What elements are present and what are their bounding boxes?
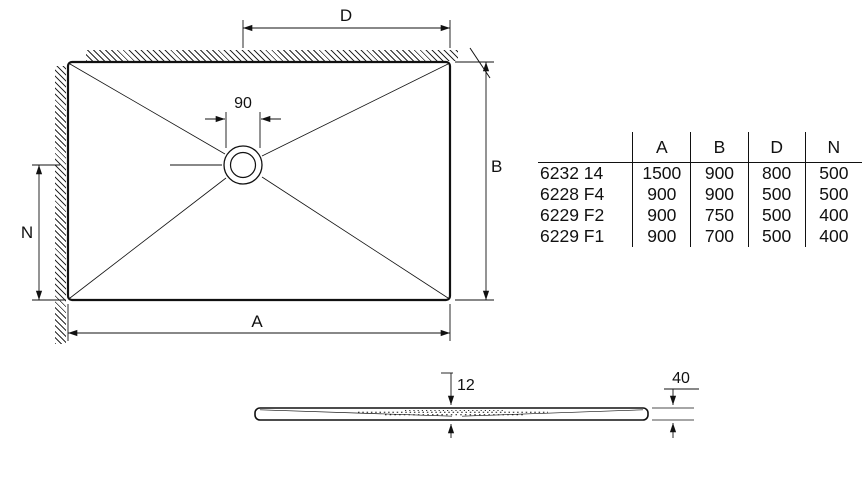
table-row: 6229 F2 900 750 500 400 [538, 205, 862, 226]
value-cell: 900 [690, 162, 749, 184]
dimension-a [67, 304, 451, 341]
dimension-40 [652, 388, 699, 438]
profile-texture [358, 409, 548, 416]
wall-end-tick [469, 47, 491, 79]
value-cell: 400 [804, 226, 862, 247]
dim-label-n: N [21, 223, 33, 242]
wall-hatch-top [86, 50, 458, 61]
value-cell: 500 [804, 184, 862, 205]
dim-label-b: B [491, 157, 502, 176]
drain-inner-circle [229, 151, 257, 179]
value-cell: 400 [804, 205, 862, 226]
dimension-90 [205, 112, 281, 148]
dimension-table: A B D N 6232 14 1500 900 800 500 6228 F4… [538, 132, 862, 247]
model-cell: 6229 F1 [540, 226, 605, 246]
dimension-b [455, 61, 494, 301]
table-header-d: D [747, 132, 806, 163]
table-header-b: B [690, 132, 749, 163]
value-cell: 1500 [632, 162, 691, 184]
value-cell: 900 [632, 205, 691, 226]
profile-slope-lines [259, 409, 644, 417]
value-cell: 700 [690, 226, 749, 247]
table-header-model [538, 132, 633, 163]
dimension-n [32, 164, 222, 301]
dim-label-a: A [251, 312, 263, 331]
value-cell: 900 [632, 226, 691, 247]
dimension-d [242, 20, 451, 48]
table-row: 6232 14 1500 900 800 500 [538, 162, 862, 184]
top-view: D 90 B N [21, 6, 502, 341]
table-header-row: A B D N [538, 132, 862, 163]
dim-label-40: 40 [672, 370, 690, 387]
wall-hatch-left [55, 66, 66, 344]
value-cell: 500 [747, 184, 806, 205]
value-cell: 900 [690, 184, 749, 205]
dim-label-d: D [340, 6, 352, 25]
side-view: 12 40 [254, 370, 699, 438]
diagonal-line [69, 63, 226, 155]
value-cell: 750 [690, 205, 749, 226]
dimension-12 [441, 372, 455, 438]
tray-outline [66, 60, 452, 302]
value-cell: 500 [747, 205, 806, 226]
table-row: 6229 F1 900 700 500 400 [538, 226, 862, 247]
slope-line [259, 409, 453, 417]
model-cell: 6229 F2 [540, 205, 605, 225]
value-cell: 900 [632, 184, 691, 205]
value-cell: 800 [747, 162, 806, 184]
value-cell: 500 [804, 162, 862, 184]
table-header-n: N [804, 132, 862, 163]
diagonal-line [261, 176, 449, 299]
drain [223, 145, 263, 185]
table-row: 6228 F4 900 900 500 500 [538, 184, 862, 205]
tray-profile-outline [254, 407, 649, 421]
value-cell: 500 [747, 226, 806, 247]
dim-label-12: 12 [457, 377, 475, 394]
dim-label-90: 90 [234, 95, 252, 112]
diagonal-line [261, 63, 449, 157]
model-cell: 6228 F4 [540, 184, 605, 204]
model-cell: 6232 14 [540, 163, 604, 183]
tray-diagonals [69, 63, 449, 299]
table-header-a: A [632, 132, 691, 163]
slope-line [461, 409, 644, 417]
diagonal-line [69, 177, 227, 299]
